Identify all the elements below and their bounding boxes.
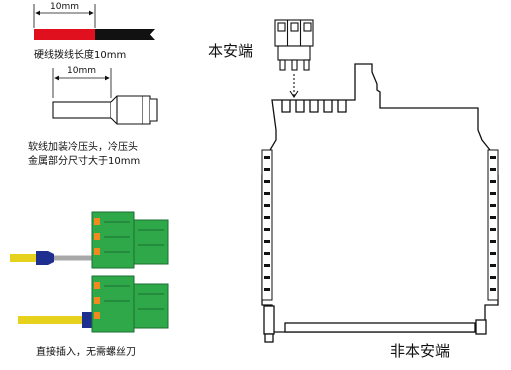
ferrule-figure bbox=[52, 68, 158, 125]
plug-caption: 直接插入，无需螺丝刀 bbox=[36, 347, 136, 358]
ferrule-dimension: 10mm bbox=[67, 66, 96, 76]
terminal-plug bbox=[274, 19, 314, 98]
module-housing bbox=[261, 63, 499, 343]
stripped-conductor bbox=[34, 29, 95, 40]
wire-insulation bbox=[95, 29, 155, 40]
module-vent-fins bbox=[261, 149, 499, 301]
hard-wire-caption: 硬线拨线长度10mm bbox=[34, 50, 127, 61]
ferrule-caption-line1: 软线加装冷压头，冷压头 bbox=[28, 142, 138, 153]
ferrule-caption-line2: 金属部分尺寸大于10mm bbox=[28, 156, 141, 167]
hard-wire-dimension: 10mm bbox=[50, 2, 79, 12]
hard-wire-figure bbox=[33, 4, 155, 40]
non-safe-side-label: 非本安端 bbox=[390, 342, 451, 360]
plug-connector-bottom bbox=[18, 275, 169, 333]
plug-connector-top bbox=[10, 211, 169, 269]
safe-side-label: 本安端 bbox=[208, 42, 254, 60]
